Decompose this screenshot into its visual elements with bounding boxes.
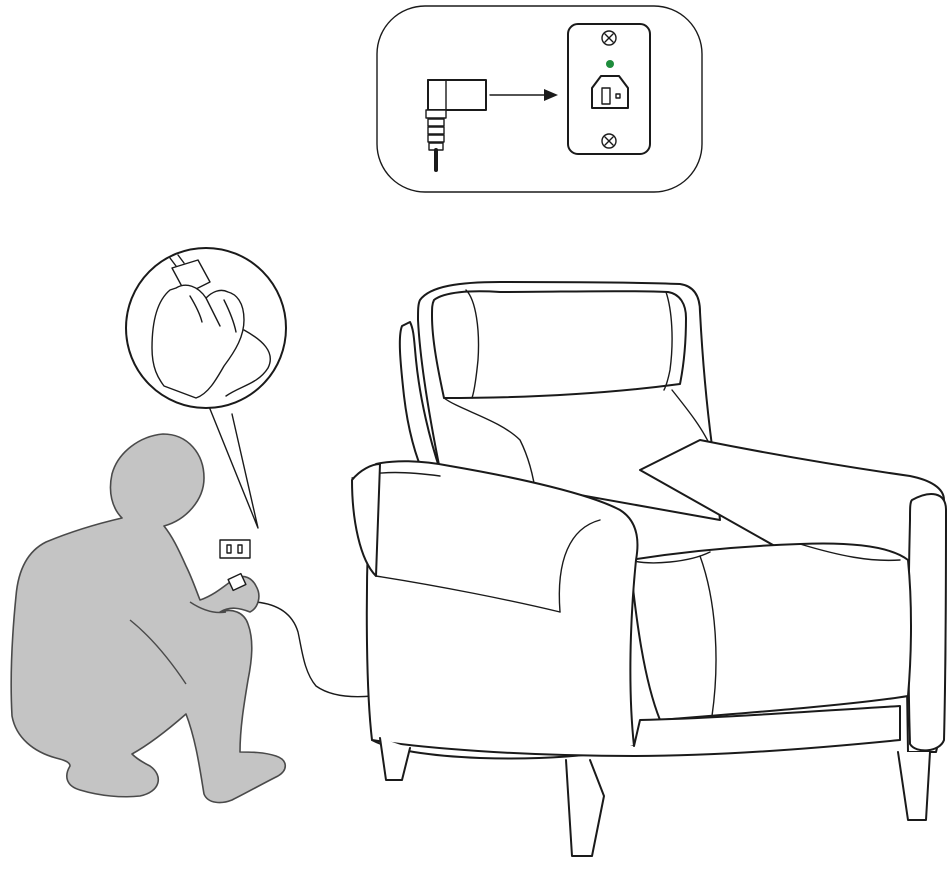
power-cord-icon: [256, 602, 372, 697]
chair-power-socket-icon: [568, 24, 650, 154]
chair-leg: [898, 752, 930, 820]
screw-icon: [602, 134, 616, 148]
chair-leg: [566, 760, 604, 856]
inset-frame: [377, 6, 702, 192]
wall-outlet-icon: [220, 540, 250, 558]
screw-icon: [602, 31, 616, 45]
callout-pointer: [208, 404, 258, 528]
socket-connection-inset: [377, 6, 702, 192]
recliner-chair-icon: [352, 282, 946, 856]
indicator-light-icon: [606, 60, 614, 68]
